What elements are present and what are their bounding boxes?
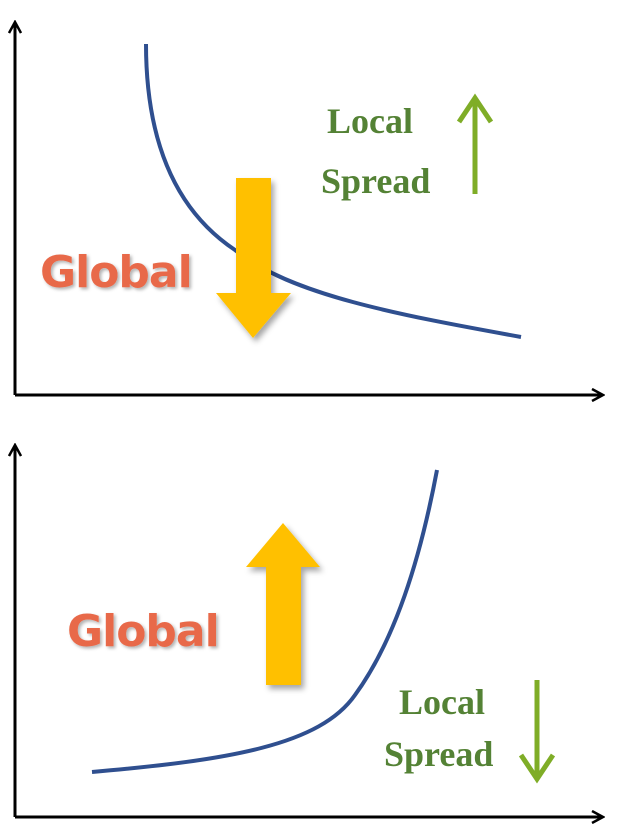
bottom-increasing-curve	[91, 469, 439, 774]
bottom-panel: Global Local Spread	[15, 445, 603, 817]
bottom-spread-label: Spread	[384, 734, 493, 774]
bottom-global-label: Global	[67, 606, 219, 657]
bottom-local-label: Local	[399, 682, 485, 722]
top-decreasing-curve	[144, 43, 522, 339]
top-panel: Global Local Spread	[15, 22, 603, 395]
top-global-down-arrow	[216, 178, 291, 338]
top-local-up-arrow	[456, 93, 494, 194]
bottom-local-down-arrow	[518, 680, 556, 784]
top-spread-label: Spread	[321, 161, 430, 201]
bottom-global-up-arrow	[246, 523, 320, 685]
top-local-label: Local	[327, 101, 413, 141]
top-global-label: Global	[40, 247, 192, 298]
